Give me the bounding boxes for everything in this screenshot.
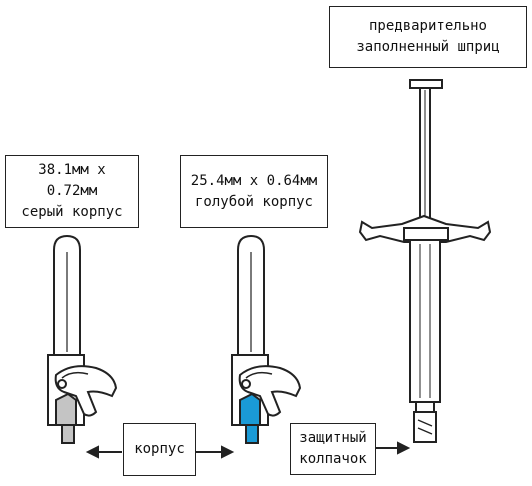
- cap-label-line-1: защитный: [299, 430, 367, 446]
- needle-gray-pivot: [57, 379, 67, 389]
- syringe-cap-ridges: [417, 419, 433, 435]
- needle-blue-label-line-1: 25.4мм x 0.64мм: [190, 172, 318, 189]
- syringe-thumb-pad: [409, 79, 443, 89]
- hub-label: корпус: [123, 423, 196, 476]
- needle-blue-lever: [238, 365, 302, 417]
- syringe-barrel: [409, 239, 441, 403]
- syringe-label-line-2: заполненный шприц: [356, 39, 500, 55]
- needle-blue-label-line-2: голубой корпус: [194, 193, 313, 210]
- needle-gray-lever-detail: [61, 371, 89, 379]
- needle-blue-base: [245, 424, 259, 444]
- needle-blue-hub: [231, 234, 302, 444]
- needle-gray-inner: [55, 392, 77, 426]
- syringe-collar: [403, 227, 449, 241]
- needle-gray-label: 38.1мм x 0.72мм серый корпус: [5, 155, 139, 228]
- cap-arrow-head: [397, 441, 411, 455]
- syringe-label-line-1: предварительно: [368, 18, 487, 34]
- needle-gray-base: [61, 424, 75, 444]
- hub-label-text: корпус: [134, 441, 185, 457]
- syringe-protective-cap: [413, 411, 437, 443]
- cap-label-line-2: колпачок: [299, 451, 367, 467]
- hub-arrow-left-head: [85, 445, 99, 459]
- hub-arrow-right-head: [221, 445, 235, 459]
- needle-gray-lever: [54, 365, 118, 417]
- cap-label: защитный колпачок: [290, 423, 376, 475]
- needle-gray-label-line-1: 38.1мм x: [38, 162, 106, 178]
- syringe-label: предварительно заполненный шприц: [329, 6, 527, 68]
- needle-gray-label-line-2: 0.72мм: [46, 183, 98, 199]
- needle-blue-lever-detail: [245, 371, 273, 379]
- arrows: [85, 441, 411, 459]
- needle-blue-pivot: [241, 379, 251, 389]
- needle-blue-inner: [239, 392, 261, 426]
- needle-gray-label-line-3: серый корпус: [21, 204, 123, 220]
- needle-blue-label: 25.4мм x 0.64мм голубой корпус: [180, 155, 328, 228]
- needle-gray-hub: [47, 234, 118, 444]
- prefilled-syringe: [358, 79, 492, 443]
